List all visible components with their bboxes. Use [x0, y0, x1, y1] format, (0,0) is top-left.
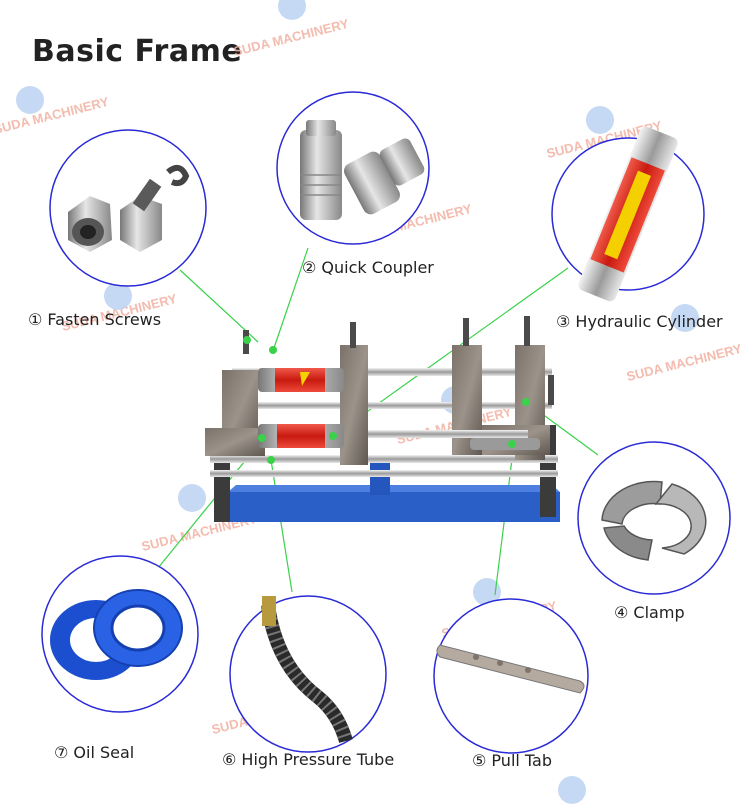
label-oil-seal: ⑦ Oil Seal [54, 743, 135, 762]
label-clamp: ④ Clamp [614, 603, 685, 622]
high-pressure-tube-photo [229, 595, 387, 753]
label-pull-tab: ⑤ Pull Tab [472, 751, 552, 770]
label-quick-coupler: ② Quick Coupler [302, 258, 434, 277]
label-high-pressure-tube: ⑥ High Pressure Tube [222, 750, 395, 769]
fasten-screws-photo [49, 129, 207, 287]
welding-machine-frame [205, 316, 560, 522]
hydraulic-cylinder-photo [551, 126, 705, 302]
page-title: Basic Frame [32, 34, 243, 69]
oil-seal-photo [41, 555, 199, 713]
label-hydraulic-cylinder: ③ Hydraulic Cylinder [556, 312, 723, 331]
label-fasten-screws: ① Fasten Screws [28, 310, 162, 329]
clamp-photo [577, 441, 731, 595]
quick-coupler-photo [276, 91, 430, 245]
pull-tab-photo [433, 598, 589, 754]
